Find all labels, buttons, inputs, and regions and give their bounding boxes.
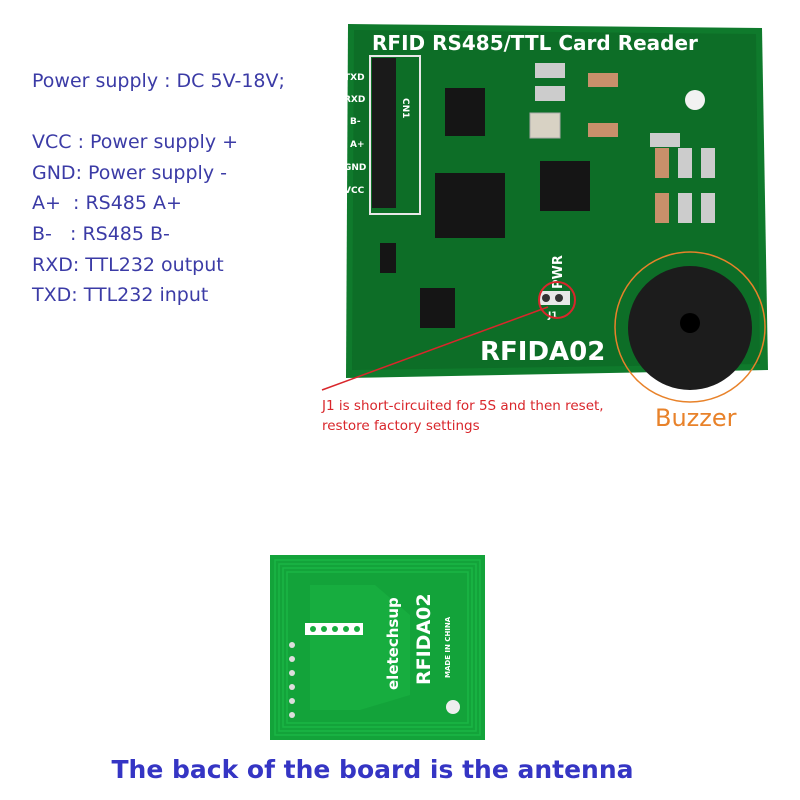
spec-gnd: GND: Power supply - [32, 162, 227, 184]
spec-a-plus: A+ : RS485 A+ [32, 192, 182, 214]
jumper-label: J1 [547, 311, 558, 321]
pin-label: GND [344, 163, 366, 173]
spec-txd: TXD: TTL232 input [32, 284, 209, 306]
back-board-photo: eletechsup RFIDA02 MADE IN CHINA [270, 555, 485, 740]
front-title: RFID RS485/TTL Card Reader [372, 31, 698, 55]
spec-b-minus: B- : RS485 B- [32, 223, 170, 245]
j1-pointer-line [321, 306, 549, 391]
front-model: RFIDA02 [480, 337, 605, 367]
j1-highlight-circle [538, 281, 576, 319]
j1-note-line2: restore factory settings [322, 418, 480, 434]
pin-label: TXD [344, 73, 365, 83]
spec-power: Power supply : DC 5V-18V; [32, 70, 285, 92]
spec-vcc: VCC : Power supply + [32, 131, 239, 153]
pin-label: A+ [350, 140, 365, 150]
pwr-label: PWR [551, 255, 566, 289]
pin-label: RXD [344, 95, 365, 105]
j1-note: J1 is short-circuited for 5S and then re… [322, 396, 604, 436]
back-origin: MADE IN CHINA [444, 616, 452, 678]
buzzer-label: Buzzer [655, 404, 737, 432]
connector-label: CN1 [400, 98, 410, 118]
pin-label: VCC [344, 186, 365, 196]
pin-label: B- [350, 117, 361, 127]
back-model: RFIDA02 [413, 593, 435, 685]
spec-rxd: RXD: TTL232 output [32, 254, 224, 276]
front-board-photo: RFID RS485/TTL Card Reader CN1 TXD RXD B… [344, 24, 768, 390]
back-brand: eletechsup [384, 597, 402, 690]
j1-note-line1: J1 is short-circuited for 5S and then re… [322, 398, 604, 414]
buzzer-highlight-circle [614, 251, 766, 403]
antenna-caption: The back of the board is the antenna [111, 755, 634, 784]
buzzer [628, 266, 752, 390]
pin-header [372, 58, 396, 208]
